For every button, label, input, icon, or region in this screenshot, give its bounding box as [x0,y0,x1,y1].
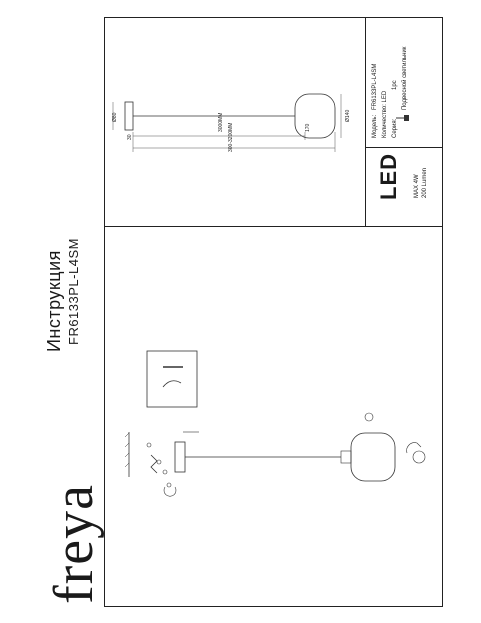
mount-plate [174,441,186,473]
dimension-drawing [112,93,342,152]
dim-canopy-height: 30 [127,134,133,140]
installation-drawing [124,350,426,497]
model-code: FR6133PL-L4SM [66,238,81,345]
spec-qty-value: 1pc [392,80,398,90]
dim-canopy-diameter: Ø80 [112,112,118,122]
canopy-shape [124,101,134,131]
shade-shape [294,93,336,139]
connector-inset [146,350,198,408]
spec-model-label: Модель: [372,114,378,138]
led-lumen: 200 Lumen [422,167,428,198]
install-shade [350,432,396,482]
divider-spec-vertical [365,17,366,226]
led-logo: LED [376,153,401,200]
spec-type-value: Подвесной светильник [402,46,408,110]
document-title: Инструкция [44,250,64,352]
main-frame [104,17,443,607]
pendant-icon [396,115,409,121]
dim-cable-length: 3000MM [218,112,224,132]
spec-qty-label: Количество: LED [382,90,388,138]
divider-spec-horizontal [365,147,442,148]
brand-logo: freya [43,483,105,604]
led-max-power: MAX 4W [414,174,420,198]
divider-horizontal [104,226,442,227]
dim-shade-height: 170 [305,123,311,132]
dim-shade-diameter: Ø140 [345,109,351,122]
spec-model-value: FR6133PL-L4SM [372,63,378,110]
dim-total-length: 300-3200MM [228,122,234,152]
